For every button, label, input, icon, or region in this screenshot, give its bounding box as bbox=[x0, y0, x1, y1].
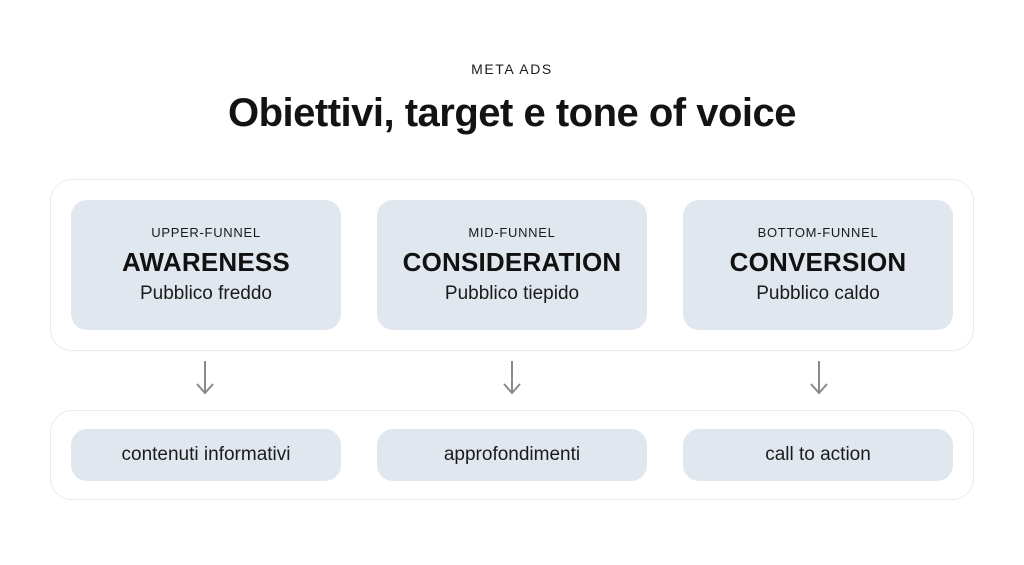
arrow-row bbox=[50, 360, 974, 398]
content-panel: contenuti informativi approfondimenti ca… bbox=[50, 410, 974, 500]
down-arrow-icon bbox=[684, 360, 954, 398]
down-arrow-icon bbox=[70, 360, 340, 398]
content-pill-awareness: contenuti informativi bbox=[71, 429, 341, 481]
funnel-card-consideration: MID-FUNNEL CONSIDERATION Pubblico tiepid… bbox=[377, 200, 647, 330]
card-stage-name: CONVERSION bbox=[729, 247, 907, 277]
page-title: Obiettivi, target e tone of voice bbox=[227, 91, 797, 135]
down-arrow-icon bbox=[377, 360, 647, 398]
content-pill-conversion: call to action bbox=[683, 429, 953, 481]
card-stage-name: AWARENESS bbox=[122, 247, 290, 277]
content-pill-consideration: approfondimenti bbox=[377, 429, 647, 481]
funnel-card-awareness: UPPER-FUNNEL AWARENESS Pubblico freddo bbox=[71, 200, 341, 330]
card-audience-label: Pubblico freddo bbox=[139, 283, 273, 304]
card-level-label: BOTTOM-FUNNEL bbox=[757, 225, 879, 240]
card-audience-label: Pubblico caldo bbox=[756, 283, 880, 304]
funnel-card-conversion: BOTTOM-FUNNEL CONVERSION Pubblico caldo bbox=[683, 200, 953, 330]
funnel-panel: UPPER-FUNNEL AWARENESS Pubblico freddo M… bbox=[50, 179, 974, 351]
card-level-label: UPPER-FUNNEL bbox=[151, 225, 261, 240]
card-stage-name: CONSIDERATION bbox=[402, 247, 622, 277]
eyebrow-label: META ADS bbox=[471, 61, 553, 77]
card-audience-label: Pubblico tiepido bbox=[444, 283, 580, 304]
card-level-label: MID-FUNNEL bbox=[468, 225, 556, 240]
